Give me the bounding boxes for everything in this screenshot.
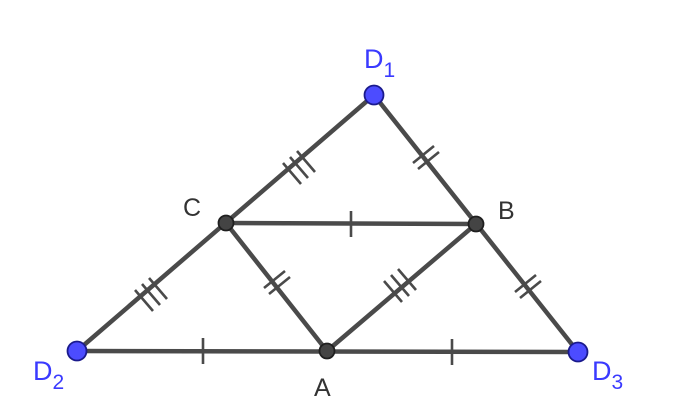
point-d3 (567, 341, 589, 363)
label-d3: D3 (592, 356, 623, 394)
ticks-d1b (412, 144, 440, 171)
point-d2 (66, 340, 88, 362)
ticks-d2c (134, 277, 168, 312)
point-a (318, 342, 336, 360)
label-d1: D1 (364, 44, 395, 82)
point-d1 (363, 84, 385, 106)
point-b (467, 215, 485, 233)
label-b: B (498, 197, 515, 225)
label-d2: D2 (33, 356, 64, 394)
point-c (217, 214, 235, 232)
label-c: C (183, 194, 201, 222)
ticks-ca (263, 269, 291, 296)
ticks-cd1 (282, 150, 316, 185)
ticks-ab (383, 268, 417, 303)
ticks-bd3 (514, 273, 542, 300)
label-a: A (314, 374, 331, 402)
